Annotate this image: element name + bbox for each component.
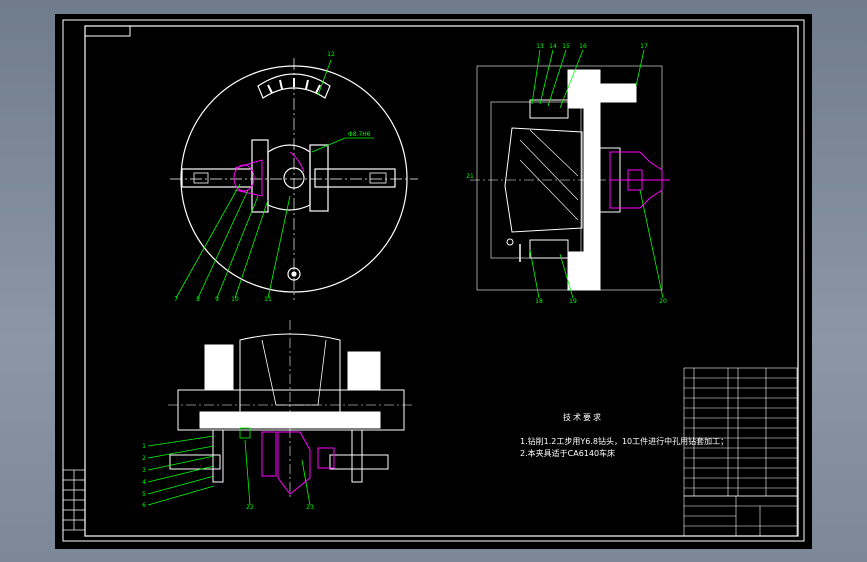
drawing-sheet <box>55 14 812 549</box>
callout-label: 3 <box>142 467 146 474</box>
callout-label: 14 <box>549 43 557 50</box>
callout-label: 1 <box>142 443 146 450</box>
callout-label: 9 <box>215 296 219 303</box>
callout-label: 12 <box>327 51 335 58</box>
callout-label: 13 <box>536 43 544 50</box>
callout-label: 20 <box>659 298 667 305</box>
callout-label: 21 <box>466 173 474 180</box>
front-view-standard-parts <box>261 431 335 495</box>
inner-frame <box>84 25 799 537</box>
front-view <box>168 320 412 500</box>
callout-label: 6 <box>142 502 146 509</box>
top-view-standard-parts <box>233 151 305 197</box>
callout-label: 5 <box>142 491 146 498</box>
callout-label: 8 <box>196 296 200 303</box>
side-view-leaders <box>529 49 664 299</box>
dimension-label: Φ8.7H6 <box>348 131 371 138</box>
callout-label: 10 <box>231 296 239 303</box>
callout-label: 11 <box>264 296 272 303</box>
callout-label: 15 <box>562 43 570 50</box>
top-view-leaders <box>175 59 374 299</box>
technical-note: 1.钻削1.2工步用Y6.8钻头，10工件进行中孔用钻套加工； <box>520 437 729 446</box>
title-block <box>683 367 798 537</box>
front-view-leaders <box>147 427 311 506</box>
callout-label: 23 <box>306 504 314 511</box>
callout-label: 22 <box>246 504 254 511</box>
technical-note: 2.本夹具适于CA6140车床 <box>520 449 616 458</box>
margin-table <box>62 469 86 531</box>
callout-label: 16 <box>579 43 587 50</box>
callout-label: 18 <box>535 298 543 305</box>
top-view <box>170 58 418 300</box>
side-view-standard-parts <box>609 151 670 209</box>
callout-label: 19 <box>569 298 577 305</box>
callout-label: 2 <box>142 455 146 462</box>
code-box <box>84 25 131 37</box>
outer-frame <box>62 19 805 542</box>
callout-label: 7 <box>174 296 178 303</box>
callout-label: 17 <box>640 43 648 50</box>
side-view <box>470 65 668 291</box>
callout-label: 4 <box>142 479 146 486</box>
technical-notes-title: 技术要求 <box>563 413 603 422</box>
